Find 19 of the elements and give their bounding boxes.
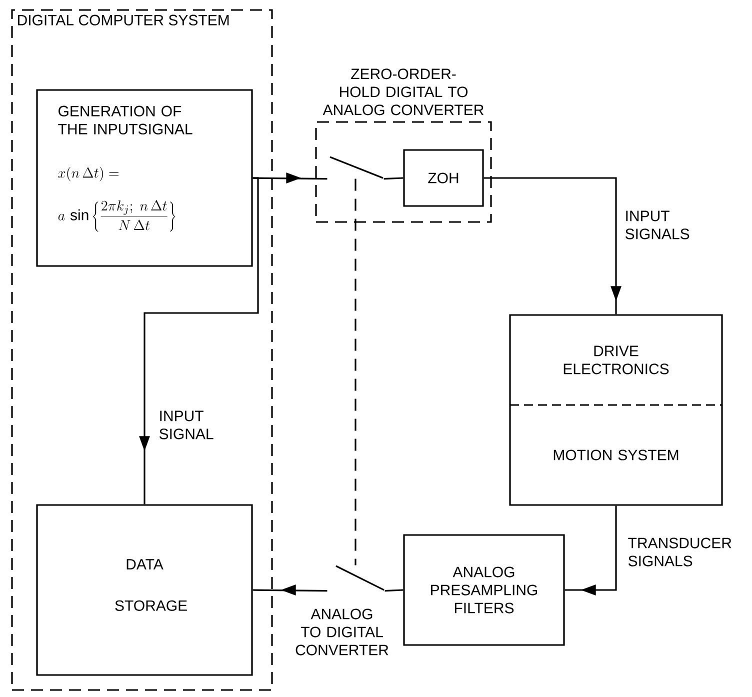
process-box: DATA STORAGE: [36, 504, 253, 676]
node-label: ZERO-ORDER-HOLD DIGITAL TO ANALOG CONVERTER: [322, 68, 484, 116]
arrow: [139, 177, 259, 504]
connector-line: [384, 589, 404, 592]
arrow: [484, 177, 622, 314]
arrow: [252, 584, 328, 596]
edge-label: ANALOG TO DIGITAL CONVERTER: [296, 608, 388, 656]
edge-label: TRANSDUCER SIGNALS: [628, 538, 732, 566]
edge-label: INPUT SIGNALS: [625, 210, 690, 240]
switch-symbol: [336, 565, 384, 591]
switch-symbol: [330, 156, 384, 179]
process-box: ANALOG PRESAMPLING FILTERS: [403, 534, 565, 646]
arrow: [564, 506, 617, 596]
edge-label: INPUT SIGNAL: [159, 410, 214, 440]
process-box: GENERATION OF THE INPUTSIGNAL $x(n\,\Delta t) =$ $a\,\sin\left\{\frac{2\pi k_j;\; n\,\Delta t}{N\,\Delta t}\right\}$: [36, 89, 253, 267]
process-box: DRIVE ELECTRONICS MOTION SYSTEM: [509, 314, 723, 506]
sync-line: [354, 178, 356, 566]
process-box: ZOH: [403, 149, 484, 207]
connector-line: [384, 177, 404, 180]
